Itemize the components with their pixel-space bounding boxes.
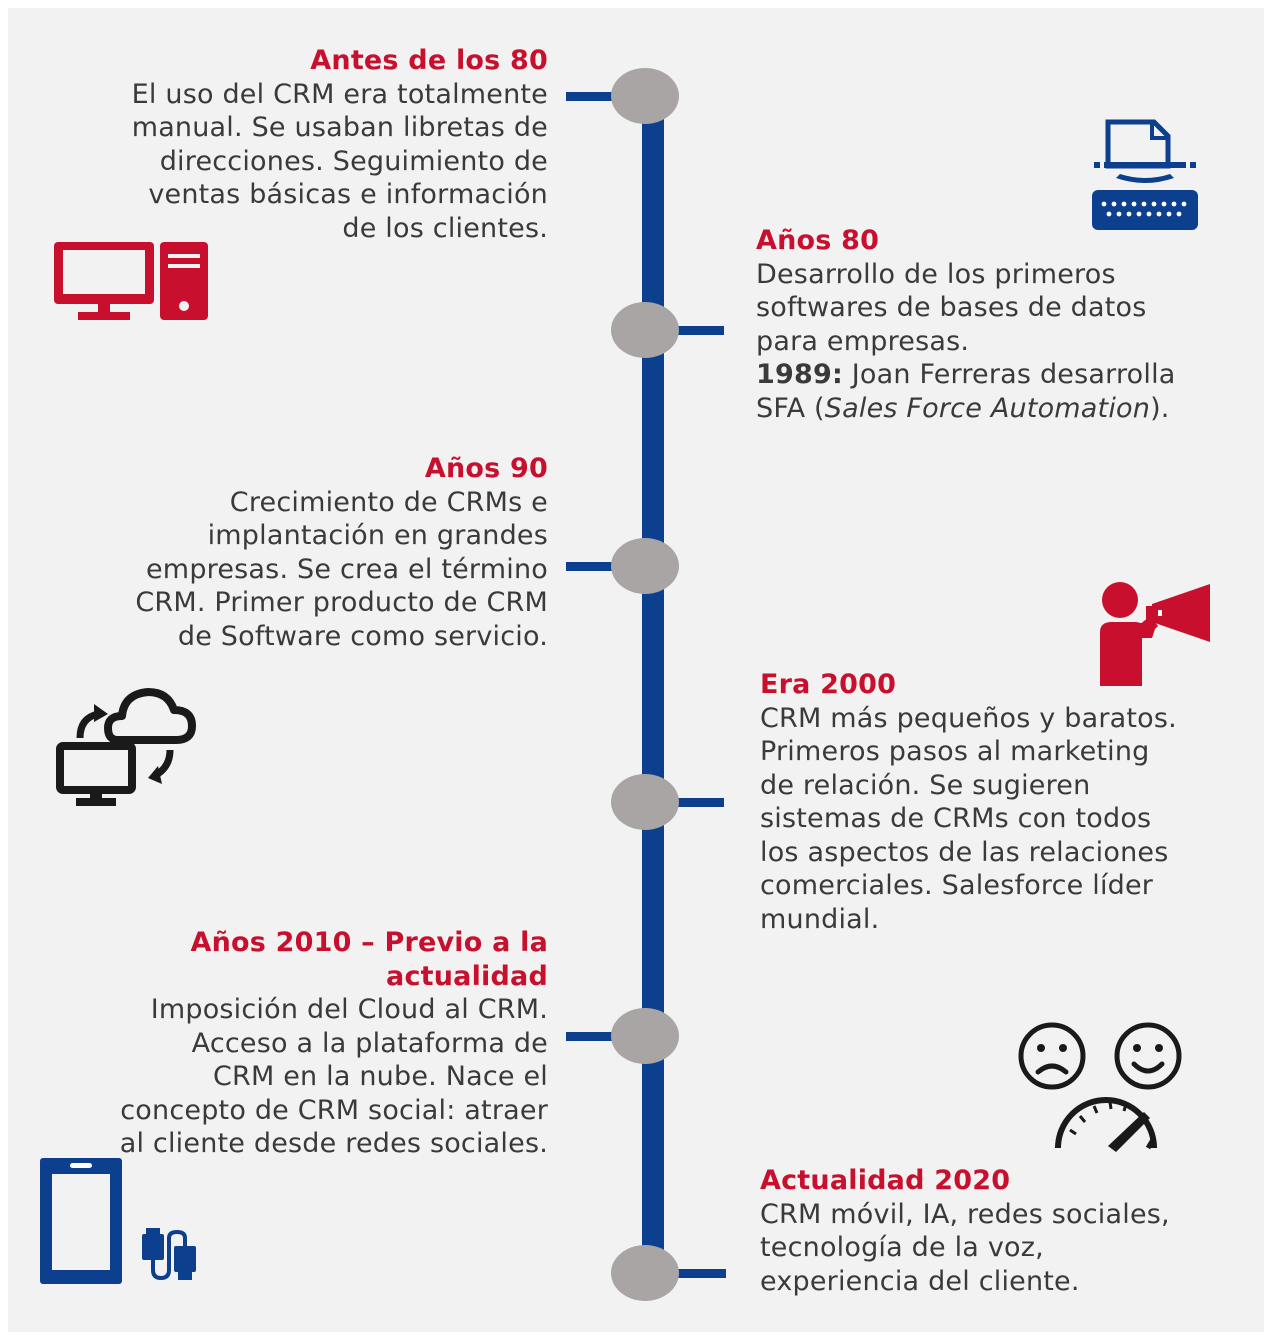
timeline-tick-5 xyxy=(566,1032,616,1041)
event-title: Actualidad 2020 xyxy=(760,1165,1011,1196)
event-title-line1: Años 2010 – Previo a la xyxy=(190,927,548,958)
event-line: softwares de bases de datos xyxy=(756,292,1147,323)
event-line: direcciones. Seguimiento de xyxy=(159,145,548,177)
timeline-tick-2 xyxy=(676,326,724,335)
event-actualidad-2020: Actualidad 2020 CRM móvil, IA, redes soc… xyxy=(760,1164,1230,1298)
cloud-sync-icon xyxy=(54,680,198,812)
event-line: implantación en grandes xyxy=(207,520,548,551)
event-line: sistemas de CRMs con todos xyxy=(760,803,1152,834)
event-antes-80: Antes de los 80 El uso del CRM era total… xyxy=(68,44,548,245)
timeline-node-4 xyxy=(611,774,679,830)
timeline-tick-1 xyxy=(566,92,616,101)
event-line-sfa: SFA (Sales Force Automation). xyxy=(756,392,1226,426)
event-line: tecnología de la voz, xyxy=(760,1232,1044,1263)
timeline-tick-4 xyxy=(676,798,724,807)
event-era-2000: Era 2000 CRM más pequeños y baratos. Pri… xyxy=(760,668,1230,936)
sfa-prefix: SFA ( xyxy=(756,392,825,424)
event-title: Antes de los 80 xyxy=(310,45,548,76)
tablet-charger-icon xyxy=(38,1156,222,1286)
timeline-tick-6 xyxy=(676,1269,726,1278)
sfa-suffix: ). xyxy=(1150,392,1170,424)
timeline-infographic: Antes de los 80 El uso del CRM era total… xyxy=(8,8,1264,1332)
event-title: Era 2000 xyxy=(760,669,897,700)
event-line: experiencia del cliente. xyxy=(760,1265,1080,1297)
timeline-node-2 xyxy=(611,302,679,358)
event-line: comerciales. Salesforce líder xyxy=(760,870,1154,901)
event-anos-2010: Años 2010 – Previo a la actualidad Impos… xyxy=(68,926,548,1161)
event-line: ventas básicas e información xyxy=(148,179,548,210)
event-line: CRM. Primer producto de CRM xyxy=(135,587,548,618)
event-line: para empresas. xyxy=(756,325,970,357)
event-anos-80: Años 80 Desarrollo de los primeros softw… xyxy=(756,224,1226,425)
megaphone-person-icon xyxy=(1098,580,1214,688)
timeline-node-1 xyxy=(611,68,679,124)
event-line: Primeros pasos al marketing xyxy=(760,736,1150,767)
event-line: los aspectos de las relaciones xyxy=(760,836,1169,868)
event-line: mundial. xyxy=(760,903,880,935)
event-line: Crecimiento de CRMs e xyxy=(229,486,548,518)
event-line: CRM en la nube. Nace el xyxy=(212,1061,548,1092)
timeline-node-5 xyxy=(611,1008,679,1064)
event-line: Desarrollo de los primeros xyxy=(756,258,1116,290)
event-year-text: Joan Ferreras desarrolla xyxy=(842,359,1176,390)
event-line: El uso del CRM era totalmente xyxy=(131,78,548,110)
timeline-node-6 xyxy=(611,1245,679,1301)
event-title: Años 90 xyxy=(424,453,548,484)
event-line: Imposición del Cloud al CRM. xyxy=(150,994,548,1025)
timeline-axis xyxy=(642,104,664,1282)
event-line: empresas. Se crea el término xyxy=(146,553,548,585)
event-year: 1989: xyxy=(756,359,843,390)
event-title: Años 80 xyxy=(756,225,880,256)
timeline-tick-3 xyxy=(566,562,616,571)
event-line: de relación. Se sugieren xyxy=(760,769,1091,801)
event-title-line2: actualidad xyxy=(386,960,548,992)
event-anos-90: Años 90 Crecimiento de CRMs e implantaci… xyxy=(68,452,548,653)
event-line: manual. Se usaban libretas de xyxy=(131,112,548,143)
event-line: al cliente desde redes sociales. xyxy=(119,1128,548,1159)
event-line: CRM móvil, IA, redes sociales, xyxy=(760,1198,1170,1230)
desktop-computer-icon xyxy=(52,240,212,324)
event-line: concepto de CRM social: atraer xyxy=(120,1094,548,1126)
event-line: de Software como servicio. xyxy=(177,620,548,652)
sfa-italic: Sales Force Automation xyxy=(824,392,1151,424)
event-line-1989: 1989: Joan Ferreras desarrolla xyxy=(756,358,1226,392)
event-line: de los clientes. xyxy=(342,212,548,244)
timeline-node-3 xyxy=(611,538,679,594)
typewriter-icon xyxy=(1090,118,1200,232)
event-line: Acceso a la plataforma de xyxy=(191,1027,548,1059)
sentiment-meter-icon xyxy=(1018,1020,1184,1152)
event-line: CRM más pequeños y baratos. xyxy=(760,702,1177,734)
